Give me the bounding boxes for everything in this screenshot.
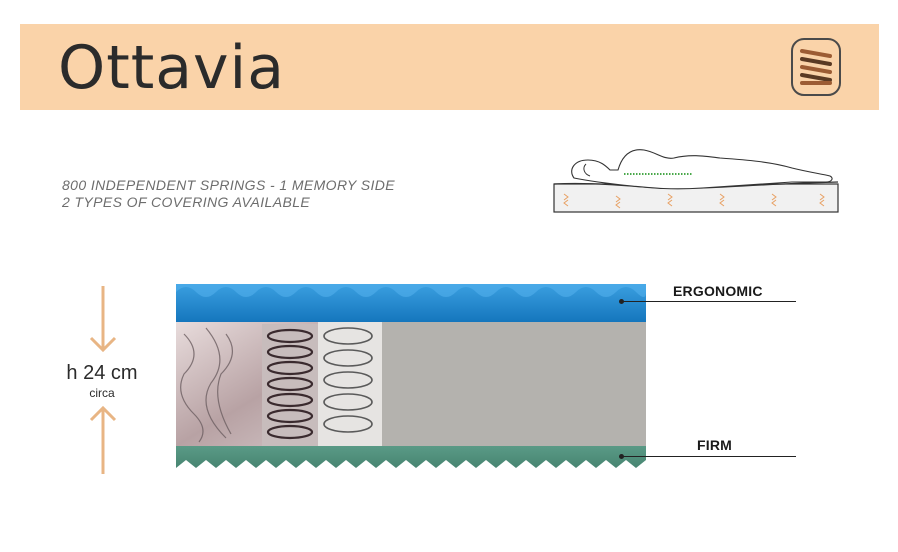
feature-springs: 800 INDEPENDENT SPRINGS - 1 MEMORY SIDE — [62, 177, 396, 193]
firm-layer-label: FIRM — [697, 437, 733, 453]
firm-pointer-dot — [619, 454, 624, 459]
mattress-cross-section — [176, 284, 646, 478]
product-title: Ottavia — [58, 33, 285, 103]
height-value: h 24 cm — [66, 362, 138, 384]
feature-covering: 2 TYPES OF COVERING AVAILABLE — [62, 194, 311, 210]
sleeping-person-icon — [553, 149, 839, 213]
ergonomic-pointer-line — [622, 301, 796, 302]
firm-pointer-line — [622, 456, 796, 457]
height-note: circa — [89, 386, 115, 400]
feature-list: 800 INDEPENDENT SPRINGS - 1 MEMORY SIDE … — [62, 177, 395, 211]
header-band: Ottavia — [20, 24, 879, 110]
ergonomic-layer-label: ERGONOMIC — [673, 283, 763, 299]
height-arrows-icon — [89, 286, 117, 474]
spring-coil-icon — [791, 38, 841, 96]
ergonomic-pointer-dot — [619, 299, 624, 304]
